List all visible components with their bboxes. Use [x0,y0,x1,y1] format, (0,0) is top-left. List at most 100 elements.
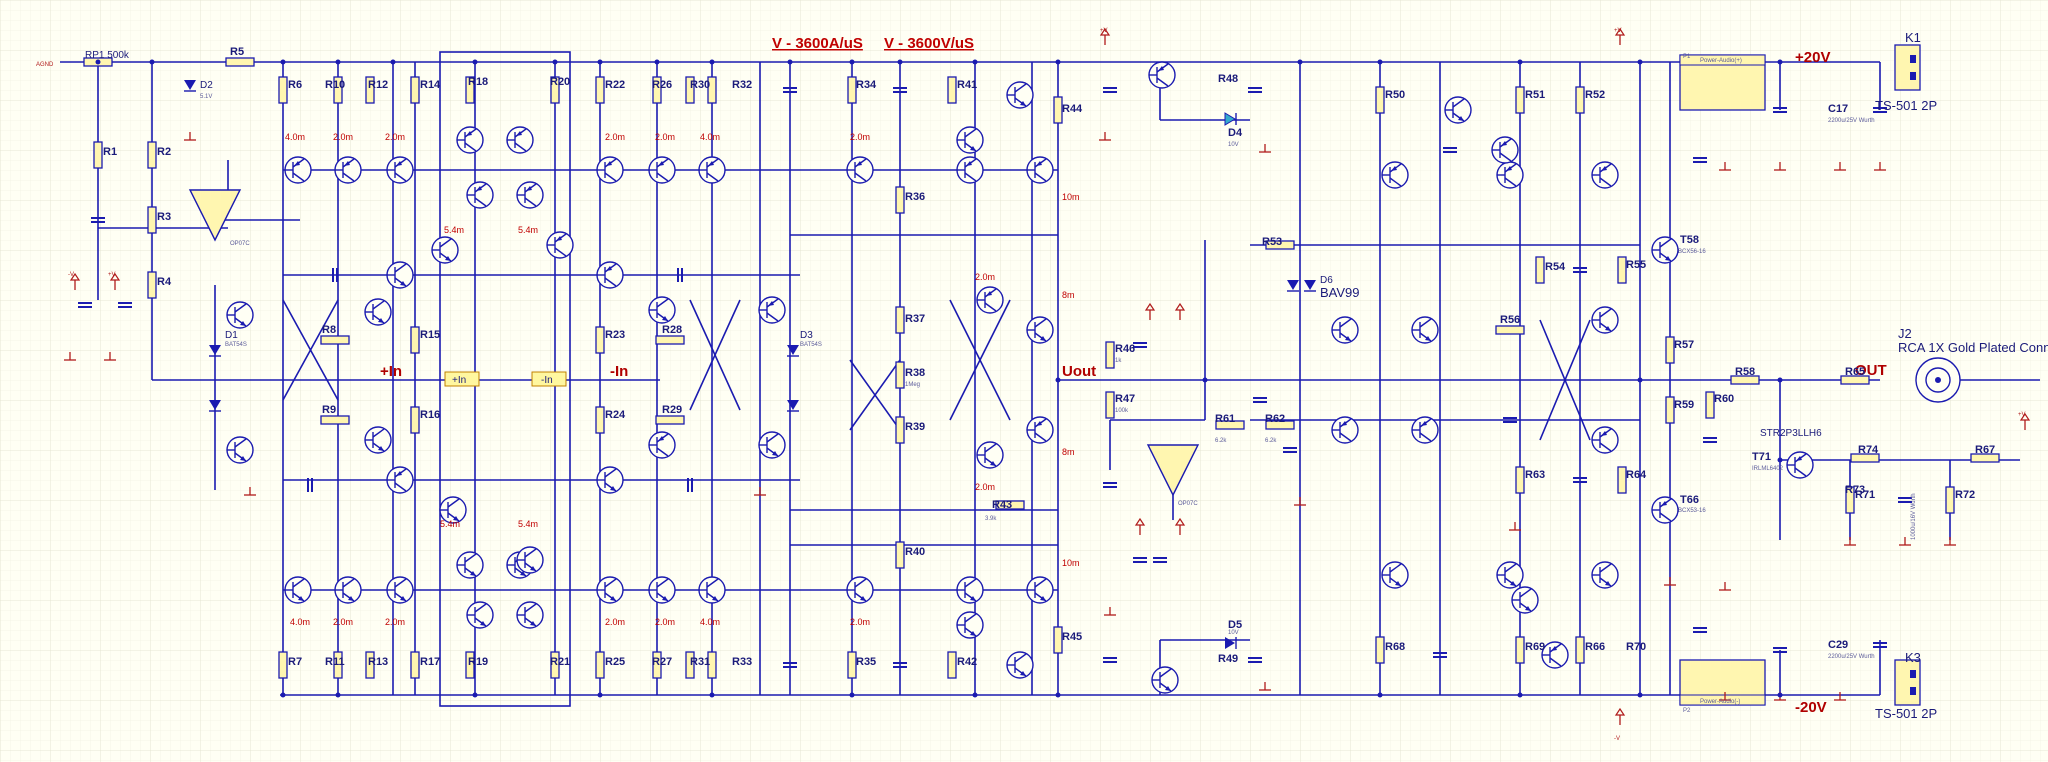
current-2m-f: 2.0m [975,272,995,282]
current-8m-a: 8m [1062,290,1075,300]
r62-value: 6.2k [1265,438,1277,444]
current-2m-d: 2.0m [655,132,675,142]
d4-label: D4 [1228,127,1243,139]
r71-label: R71 [1855,489,1875,501]
k3-model: TS-501 2P [1875,706,1937,721]
current-2m-j: 2.0m [605,617,625,627]
d4-value: 10V [1228,142,1239,148]
r32-label: R32 [732,79,752,91]
u2-type: OP07C [1178,501,1198,507]
k1-label: K1 [1905,30,1921,45]
r39-label: R39 [905,421,925,433]
current-annotations: 4.0m 2.0m 2.0m 5.4m 5.4m 2.0m 2.0m 4.0m … [285,132,1080,627]
r34-label: R34 [856,79,877,91]
r16-label: R16 [420,409,440,421]
current-54-d: 5.4m [518,519,538,529]
r46-value: 1k [1115,358,1122,364]
p1-model: Power-Audio(+) [1700,58,1742,64]
r36-label: R36 [905,191,925,203]
r58-label: R58 [1735,366,1755,378]
plus-v-right-label: +V [2018,412,2026,418]
slew-current-label: V - 3600A/uS [772,35,863,52]
t58-type: BCX56-16 [1678,249,1706,255]
r72-label: R72 [1955,489,1975,501]
d3-type: BAT54S [800,342,822,348]
r27-label: R27 [652,656,672,668]
r1-label: R1 [103,146,117,158]
d5-value: 10V [1228,630,1239,636]
r44-label: R44 [1062,103,1083,115]
t66-type: BCX53-16 [1678,508,1706,514]
j2-label: J2 [1898,326,1912,341]
r26-label: R26 [652,79,672,91]
current-54-c: 5.4m [440,519,460,529]
k3-label: K3 [1905,650,1921,665]
r66-label: R66 [1585,641,1605,653]
r65-label: R65 [1845,366,1865,378]
minus-v-left-label: -V [68,272,74,278]
r54-label: R54 [1545,261,1566,273]
r48-label: R48 [1218,73,1238,85]
r55-label: R55 [1626,259,1646,271]
p2-label: P2 [1683,708,1691,714]
power-module-p1 [1679,54,1766,111]
r6-label: R6 [288,79,302,91]
current-4m-a: 4.0m [285,132,305,142]
plus-rail-label: +20V [1795,49,1830,66]
opamp-u1 [188,160,242,242]
r47-value: 100k [1115,408,1129,414]
r4-label: R4 [157,276,172,288]
r60-label: R60 [1714,393,1734,405]
current-4m-d: 4.0m [700,617,720,627]
current-2m-b: 2.0m [385,132,405,142]
d5-label: D5 [1228,619,1242,631]
plus-v-label: +V [1100,28,1108,34]
r21-label: R21 [550,656,570,668]
r49-label: R49 [1218,653,1238,665]
minus-in-tag: -In [541,375,553,386]
r38-label: R38 [905,367,925,379]
r30-label: R30 [690,79,710,91]
r62-label: R62 [1265,413,1285,425]
r67-label: R67 [1975,444,1995,456]
current-54-a: 5.4m [444,225,464,235]
opamp-u2 [1146,444,1200,520]
r22-label: R22 [605,79,625,91]
out-label: OUT [1855,362,1887,379]
r28-label: R28 [662,324,682,336]
c29-value: 2200u/25V Wurth [1828,654,1875,660]
p2-model: Power-Audio(-) [1700,699,1740,705]
current-2m-h: 2.0m [333,617,353,627]
r38-value: 1Meg [905,382,920,388]
r69-label: R69 [1525,641,1545,653]
current-10m-a: 10m [1062,192,1080,202]
slew-voltage-label: V - 3600V/uS [884,35,974,52]
minus-in-label: -In [610,363,628,380]
r37-label: R37 [905,313,925,325]
r24-label: R24 [605,409,626,421]
r70-label: R70 [1626,641,1646,653]
header-annotations: V - 3600A/uS V - 3600V/uS [772,35,974,52]
r51-label: R51 [1525,89,1545,101]
r33-label: R33 [732,656,752,668]
current-4m-c: 4.0m [290,617,310,627]
j2-desc: RCA 1X Gold Plated Conn (red) [1898,340,2048,355]
t66-label: T66 [1680,494,1699,506]
r45-label: R45 [1062,631,1082,643]
current-2m-e: 2.0m [850,132,870,142]
current-2m-l: 2.0m [850,617,870,627]
r7-label: R7 [288,656,302,668]
k1-model: TS-501 2P [1875,98,1937,113]
c30-value: 1000u/16V Wurth [1911,493,1917,540]
r35-label: R35 [856,656,876,668]
r17-label: R17 [420,656,440,668]
current-2m-c: 2.0m [605,132,625,142]
r47-label: R47 [1115,393,1135,405]
connector-k1 [1894,44,1921,91]
rail-labels: +20V -20V [1795,49,1830,716]
current-2m-i: 2.0m [385,617,405,627]
plus-in-label: +In [380,363,402,380]
r43-label: R43 [992,499,1012,511]
net-labels: AGND +In +In -In -In Uout OUT +V +V -V +… [36,28,2026,742]
